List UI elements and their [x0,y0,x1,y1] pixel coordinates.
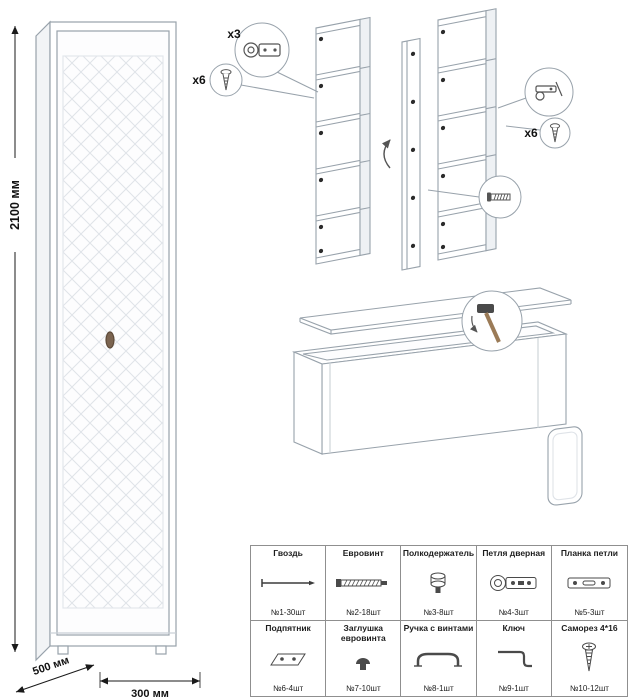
foot-icon [268,634,308,684]
callout-hammer [461,290,523,352]
wardrobe-foot [57,645,69,655]
part-name: Планка петли [560,548,618,558]
shelf-column-left [315,16,371,265]
parts-cell-cap: Заглушка евровинта №7-10шт [326,621,402,696]
parts-cell-handle: Ручка с винтами №8-1шт [401,621,477,696]
callout-hinge-side [497,67,574,117]
part-count: №4-3шт [498,608,529,617]
parts-cell-key: Ключ №9-1шт [477,621,552,696]
cabinet-box-horizontal [291,321,583,506]
screws-right-label: x6 [524,126,538,140]
part-count: №9-1шт [498,684,529,693]
screws-left-label: x6 [192,73,206,87]
callout-hinge: x3 [227,22,319,93]
parts-table: Гвоздь №1-30шт Евровинт №2-18ш [250,545,628,697]
part-name: Гвоздь [273,548,303,558]
parts-cell-nail: Гвоздь №1-30шт [251,546,327,621]
dimension-height: 2100 мм [8,26,22,652]
screw-hole-dots [318,36,324,254]
euroscrew-icon [334,559,392,608]
part-count: №2-18шт [345,608,381,617]
wardrobe-side-panel [35,20,51,662]
part-name: Полкодержатель [402,548,475,558]
part-count: №1-30шт [270,608,306,617]
part-count: №8-1шт [423,684,454,693]
hinge-plate-icon [566,559,612,608]
screw-hole-dots [410,51,416,249]
loose-side-panel [401,37,421,271]
callout-screws-right: x6 [505,117,571,149]
wardrobe-drawing [35,20,177,662]
tapping-screw-icon [581,634,597,684]
part-name: Ключ [502,623,525,633]
screw-hole-dots [440,29,446,250]
part-count: №3-8шт [423,608,454,617]
door-hinge-icon [488,559,540,608]
parts-cell-euroscrew: Евровинт №2-18шт [326,546,402,621]
screw-icon [220,69,232,91]
part-name: Подпятник [265,623,311,633]
parts-cell-tapping-screw: Саморез 4*16 №10-12шт [552,621,627,696]
hammer-icon [470,304,501,343]
loose-end-panel [547,426,583,506]
callout-screws-left: x6 [192,63,315,99]
key-icon [494,634,534,684]
shelf-column-right [437,8,497,261]
callout-confirmat [427,175,522,219]
part-name: Ручка с винтами [403,623,474,633]
part-count: №10-12шт [569,684,609,693]
part-name: Саморез 4*16 [561,623,618,633]
dimension-depth: 500 мм [15,654,95,693]
dimension-width: 300 мм [99,672,201,700]
shelf-support-icon [425,559,451,608]
part-count: №5-3шт [574,608,605,617]
parts-cell-shelf-support: Полкодержатель №3-8шт [401,546,477,621]
door-hinge-icon [243,42,281,58]
part-name: Петля дверная [482,548,546,558]
door-diamond-pattern [62,55,164,609]
assembly-arrow [381,139,391,169]
part-name: Евровинт [342,548,384,558]
parts-cell-hinge-plate: Планка петли №5-3шт [551,546,627,621]
cap-icon [353,644,373,684]
parts-cell-foot: Подпятник №6-4шт [251,621,327,696]
confirmat-screw-icon [487,192,511,202]
hinge-count-label: x3 [227,27,241,41]
screw-icon [549,123,561,143]
handle-icon [412,634,464,684]
width-label: 300 мм [131,688,169,700]
part-name: Заглушка евровинта [340,623,386,643]
part-count: №6-4шт [272,684,304,693]
height-label: 2100 мм [8,180,22,230]
door-handle [105,331,115,349]
wardrobe-foot [155,645,167,655]
parts-cell-door-hinge: Петля дверная №4-3шт [476,546,552,621]
nail-icon [259,559,317,608]
hinge-side-icon [535,81,563,101]
part-count: №7-10шт [345,684,381,693]
